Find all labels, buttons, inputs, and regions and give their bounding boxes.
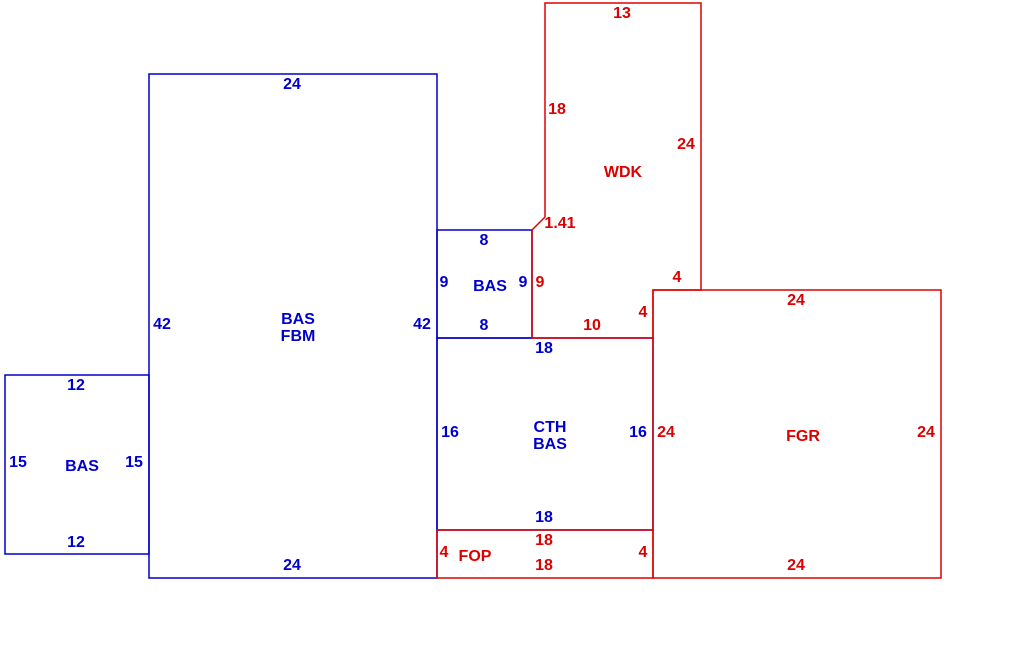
dimension-label: 9 (519, 274, 528, 291)
dimension-label: 1.41 (544, 215, 575, 232)
dimension-label: 16 (629, 424, 647, 441)
area-label-fgr: FGR (786, 428, 820, 445)
dimension-label: 4 (639, 544, 648, 561)
area-label-cth-bas: CTH (534, 419, 567, 436)
dimension-label: 4 (639, 304, 648, 321)
dimension-label: 8 (480, 317, 489, 334)
area-label-bas-left: BAS (65, 458, 99, 475)
dimension-label: 24 (787, 292, 805, 309)
dimension-label: 15 (9, 454, 27, 471)
dimension-label: 42 (413, 316, 431, 333)
area-label-wdk: WDK (604, 164, 643, 181)
area-label-fop: FOP (459, 548, 492, 565)
dimension-label: 10 (583, 317, 601, 334)
dimension-label: 24 (917, 424, 935, 441)
dimension-label: 18 (535, 340, 553, 357)
dimension-label: 13 (613, 5, 631, 22)
dimension-label: 12 (67, 377, 85, 394)
dimension-label: 16 (441, 424, 459, 441)
dimension-label: 24 (787, 557, 805, 574)
dimension-label: 9 (536, 274, 545, 291)
dimension-label: 18 (535, 509, 553, 526)
dimension-label: 9 (440, 274, 449, 291)
dimension-label: 24 (283, 557, 301, 574)
dimension-label: 4 (673, 269, 682, 286)
dimension-label: 18 (548, 101, 566, 118)
area-label-cth-bas: BAS (533, 436, 567, 453)
dimension-label: 8 (480, 232, 489, 249)
area-label-bas-fbm: FBM (281, 328, 316, 345)
dimension-label: 4 (440, 544, 449, 561)
area-outline-fgr (652, 289, 942, 579)
dimension-label: 24 (283, 76, 301, 93)
area-label-bas-small: BAS (473, 278, 507, 295)
dimension-label: 15 (125, 454, 143, 471)
dimension-label: 24 (657, 424, 675, 441)
area-label-bas-fbm: BAS (281, 311, 315, 328)
dimension-label: 42 (153, 316, 171, 333)
dimension-label: 18 (535, 532, 553, 549)
dimension-label: 18 (535, 557, 553, 574)
dimension-label: 12 (67, 534, 85, 551)
dimension-label: 24 (677, 136, 695, 153)
